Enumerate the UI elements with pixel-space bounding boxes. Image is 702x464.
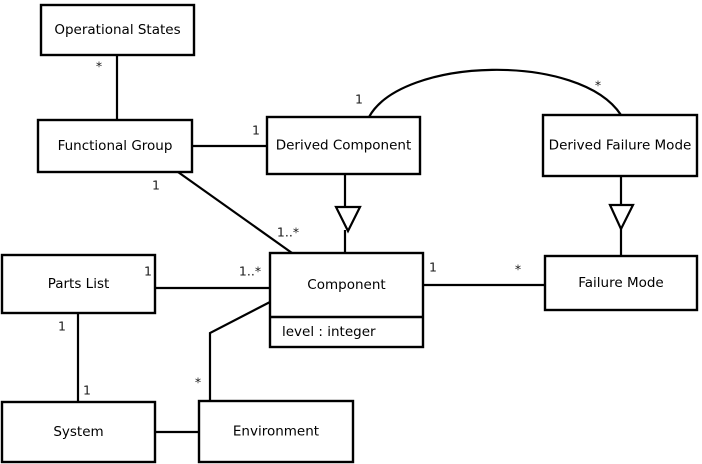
- multiplicity-label-mult-os-fg: *: [96, 59, 102, 74]
- generalization-arrow-icon-failure-mode-to-derived-failure-mode: [608, 203, 635, 232]
- class-name-derived-component: Derived Component: [276, 138, 412, 154]
- associations-layer: [76, 55, 622, 434]
- multiplicity-labels-layer: * 1 1 1..* 1 * 1 1..* 1 * 1 1 *: [58, 59, 601, 398]
- class-name-failure-mode: Failure Mode: [578, 275, 664, 291]
- class-name-environment: Environment: [233, 424, 319, 440]
- class-box-failure-mode[interactable]: Failure Mode: [543, 254, 699, 312]
- class-attribute-component-0: level : integer: [282, 324, 376, 340]
- class-box-outline-parts-list: [0, 253, 157, 315]
- multiplicity-label-mult-dc-curve: 1: [355, 92, 363, 107]
- class-box-derived-component[interactable]: Derived Component: [265, 115, 422, 176]
- class-box-outline-failure-mode: [543, 254, 699, 312]
- class-box-outline-derived-component: [265, 115, 422, 176]
- class-name-component: Component: [307, 277, 385, 293]
- multiplicity-label-mult-env-comp: *: [195, 375, 201, 390]
- association-functional-group-component[interactable]: [177, 171, 293, 254]
- class-box-outline-functional-group: [36, 118, 194, 174]
- class-box-environment[interactable]: Environment: [197, 399, 355, 464]
- class-box-outline-environment: [197, 399, 355, 464]
- class-name-functional-group: Functional Group: [58, 138, 173, 154]
- association-environment-component[interactable]: [208, 301, 271, 401]
- class-box-outline-derived-failure-mode: [541, 113, 699, 178]
- class-box-outline-system: [0, 400, 157, 464]
- class-box-system[interactable]: System: [0, 400, 157, 464]
- association-derived-component-derived-failure-mode[interactable]: [368, 68, 622, 118]
- multiplicity-label-mult-dfm-curve: *: [595, 78, 601, 93]
- generalizations-layer: [334, 174, 635, 256]
- class-name-derived-failure-mode: Derived Failure Mode: [549, 138, 692, 154]
- multiplicity-label-mult-fg-dc: 1: [252, 123, 260, 138]
- class-name-system: System: [53, 424, 103, 440]
- multiplicity-label-mult-pl-comp-near: 1: [144, 264, 152, 279]
- class-box-parts-list[interactable]: Parts List: [0, 253, 157, 315]
- class-name-operational-states: Operational States: [54, 22, 180, 38]
- multiplicity-label-mult-pl-comp-far: 1..*: [239, 264, 261, 279]
- class-box-operational-states[interactable]: Operational States: [39, 3, 196, 57]
- class-name-parts-list: Parts List: [48, 276, 110, 292]
- multiplicity-label-mult-comp-fm-far: *: [515, 262, 521, 277]
- class-box-component[interactable]: Component level : integer: [268, 251, 425, 349]
- multiplicity-label-mult-pl-sys-bot: 1: [83, 383, 91, 398]
- multiplicity-label-mult-pl-sys-top: 1: [58, 319, 66, 334]
- class-box-derived-failure-mode[interactable]: Derived Failure Mode: [541, 113, 699, 178]
- multiplicity-label-mult-fg-comp-far: 1..*: [277, 225, 299, 240]
- class-box-functional-group[interactable]: Functional Group: [36, 118, 194, 174]
- class-box-outline-operational-states: [39, 3, 196, 57]
- class-box-outline-component: [268, 251, 425, 349]
- multiplicity-label-mult-comp-fm-near: 1: [429, 260, 437, 275]
- generalization-arrow-icon-component-to-derived-component: [334, 205, 362, 234]
- multiplicity-label-mult-fg-comp: 1: [152, 178, 160, 193]
